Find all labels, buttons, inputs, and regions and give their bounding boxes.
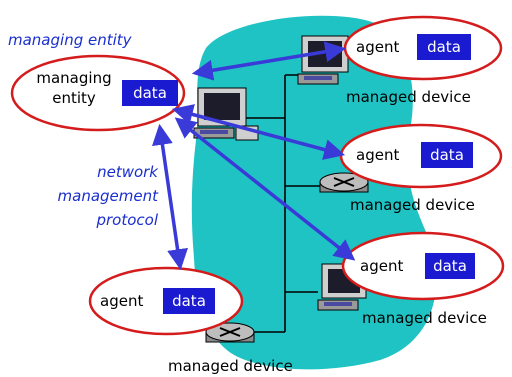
agent-data-box: data (421, 142, 473, 168)
protocol-arrow (191, 41, 347, 81)
protocol-arrow (152, 123, 188, 271)
managed-device-label: managed device (362, 309, 487, 327)
agent-label: agent (356, 38, 400, 56)
agent-label: agent (360, 257, 404, 275)
manager-data-box: data (122, 80, 178, 106)
agent-label: agent (100, 292, 144, 310)
protocol-label-line3: protocol (96, 211, 158, 229)
protocol-label-line2: management (57, 187, 158, 205)
managed-device-label: managed device (346, 88, 471, 106)
manager-label-line1: managing (36, 69, 112, 87)
agent-data-box: data (163, 288, 215, 314)
agent-data-box: data (417, 34, 471, 60)
agent-ellipse-bottom-right (341, 231, 505, 301)
protocol-label-line1: network (97, 163, 158, 181)
agent-label: agent (356, 146, 400, 164)
managed-device-label: managed device (350, 196, 475, 214)
manager-label-line2: entity (52, 89, 96, 107)
managing-entity-title: managing entity (8, 31, 132, 49)
protocol-arrow (174, 117, 356, 261)
managing-entity-ellipse (10, 54, 186, 132)
agent-data-box: data (425, 253, 475, 279)
managed-device-label: managed device (168, 357, 293, 375)
router-icon (205, 322, 255, 343)
